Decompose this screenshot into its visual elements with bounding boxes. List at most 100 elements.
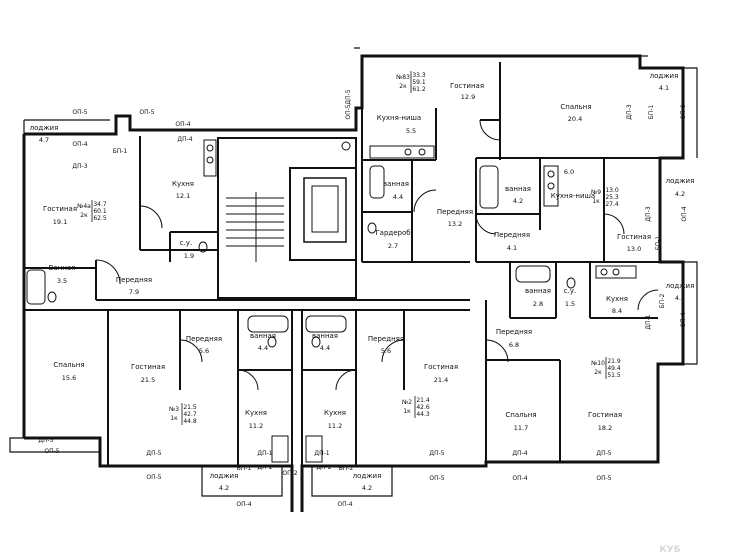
room-name-a4-loggia: лоджия [30,124,59,132]
room-area-a4-hall: 7.9 [129,288,139,296]
element-mark: ОП-4 [72,141,87,148]
element-mark: ДП-1 [645,314,652,329]
apartment-type: 1к [170,415,178,422]
element-mark: ДП-5 [38,437,53,444]
room-area-a4-loggia: 4.7 [39,136,49,144]
apartment-type: 2к [80,212,88,219]
room-name-a2-living: Гостиная [424,363,458,371]
apartment-area-living: 21.5 [183,404,197,411]
apartment-area-full: 44.8 [183,418,197,425]
apartment-area-total: 60.1 [93,208,107,215]
room-area-a4-bath: 3.5 [57,277,67,285]
room-area-a3-bath: 4.4 [258,344,268,352]
element-mark: БП-2 [339,465,354,472]
room-area-a9-bath: 4.2 [513,197,523,205]
apartment-area-living: 21.4 [416,397,430,404]
apartment-area-living: 33.3 [412,72,426,79]
room-area-a3-hall: 5.6 [199,347,209,355]
element-mark: ДП-1 [257,450,272,457]
element-mark: БП-1 [237,465,252,472]
room-name-a2-hall: Передняя [368,335,404,343]
apartment-area-full: 44.3 [416,411,430,418]
element-mark: ДП-2 [316,464,331,471]
apartment-area-living: 21.9 [607,358,621,365]
room-name-a4-bedroom: Спальня [53,361,84,369]
room-name-a3-loggia: лоджия [210,472,239,480]
room-name-a3-living: Гостиная [131,363,165,371]
room-area-a2-kitchen: 11.2 [328,422,342,430]
room-area-a10-loggia: 4.2 [675,294,685,302]
room-name-a83-kitchen-niche: Кухня-ниша [377,114,421,122]
element-mark: ОП-5 [345,104,352,119]
room-area-a4-wc: 1.9 [184,252,194,260]
room-area-a10-bedroom: 11.7 [514,424,528,432]
room-name-a9-hall: Передняя [494,231,530,239]
room-name-a83-bedroom: Спальня [560,103,591,111]
element-mark: ДП-1 [314,450,329,457]
room-area-a4-bedroom: 15.6 [62,374,76,382]
element-mark: ОП-5 [596,475,611,482]
element-mark: ОП-6 [680,104,687,119]
room-labels: Кухня-ниша5.5Гостиная12.9Спальня20.4лодж… [30,72,695,492]
watermark-text: КУБ [659,545,680,555]
element-mark: БП-1 [113,148,128,155]
element-mark: ДП-3 [645,206,652,221]
room-area-a2-living: 21.4 [434,376,448,384]
room-name-a10-kitchen: Кухня [606,295,628,303]
room-name-a3-bath: ванная [250,332,276,340]
room-area-a9-kitchen-niche: 6.0 [564,168,574,176]
apartment-number: №9 [591,189,601,196]
room-area-a10-bath: 2.8 [533,300,543,308]
apartment-area-full: 27.4 [605,201,619,208]
fixtures [26,119,659,463]
apartment-area-living: 13.0 [605,187,619,194]
element-mark: ДП-5 [345,89,352,104]
room-name-a9-living: Гостиная [617,233,651,241]
element-mark: БП-1 [655,236,662,251]
element-mark: ОП-5 [72,109,87,116]
room-name-a10-wc: с.у. [564,287,576,295]
element-mark: ДП-4 [512,450,527,457]
apartment-labels: №832к33.359.161.2№4a2к34.760.162.5№91к13… [77,71,621,425]
apartment-area-total: 25.3 [605,194,619,201]
apartment-area-full: 61.2 [412,86,426,93]
room-area-a9-loggia: 4.2 [675,190,685,198]
apartment-area-full: 51.5 [607,372,621,379]
room-area-a83-bath: 4.4 [393,193,403,201]
room-name-a10-living: Гостиная [588,411,622,419]
room-name-a9-kitchen-niche: Кухня-ниша [551,192,595,200]
element-mark: ДП-5 [429,450,444,457]
room-name-a3-hall: Передняя [186,335,222,343]
room-area-a83-kitchen-niche: 5.5 [406,127,416,135]
apartment-number: №10 [591,360,605,367]
room-name-a2-kitchen: Кухня [324,409,346,417]
room-name-a4-bath: Ванная [49,264,76,272]
element-mark: ОП-4 [337,501,352,508]
apartment-area-total: 42.6 [416,404,430,411]
room-name-a10-hall: Передняя [496,328,532,336]
room-name-a2-bath: ванная [312,332,338,340]
room-area-a3-kitchen: 11.2 [249,422,263,430]
room-area-a2-bath: 4.4 [320,344,330,352]
room-area-a10-living: 18.2 [598,424,612,432]
room-area-a4-kitchen: 12.1 [176,192,190,200]
element-mark: ОП-5 [139,109,154,116]
room-area-a83-bedroom: 20.4 [568,115,582,123]
room-area-a9-living: 13.0 [627,245,641,253]
room-area-a83-hall: 13.2 [448,220,462,228]
apartment-number: №3 [169,406,179,413]
room-name-a4-living: Гостиная [43,205,77,213]
apartment-area-total: 59.1 [412,79,426,86]
element-mark: ОП-4 [175,121,190,128]
walls [9,47,698,512]
apartment-9-tag: №9 1к 13.025.327.4 [591,186,619,208]
apartment-type: 1к [592,198,600,205]
element-mark: ОП-4 [680,312,687,327]
room-name-a4-wc: с.у. [180,239,192,247]
apartment-area-living: 34.7 [93,201,107,208]
